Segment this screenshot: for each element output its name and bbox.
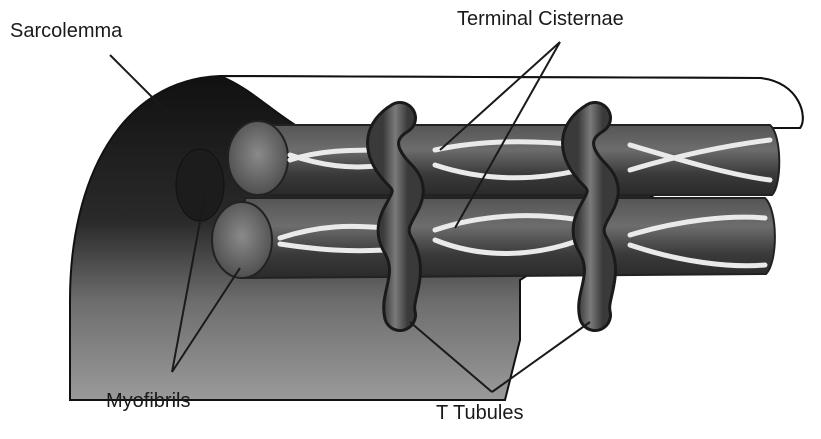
label-terminal-cisternae: Terminal Cisternae [457,8,624,30]
label-myofibrils: Myofibrils [106,390,191,412]
leader-terminal-1 [439,41,561,151]
leader-terminal-2 [454,41,561,229]
myofibril-back [175,148,225,222]
label-sarcolemma: Sarcolemma [10,20,123,42]
label-t-tubules: T Tubules [436,402,524,424]
t-tubule-right [561,101,620,332]
leader-myofibrils-1 [171,194,206,373]
leader-myofibrils-2 [171,267,241,373]
leader-ttubules-2 [491,321,591,393]
sarcoplasmic-reticulum [277,137,773,269]
t-tubule-left [366,101,425,332]
myofibril-lower [211,197,776,280]
myofibril-upper [227,120,781,196]
leader-lines [109,41,591,393]
leader-sarcolemma [109,54,171,116]
leader-ttubules-1 [409,321,493,393]
